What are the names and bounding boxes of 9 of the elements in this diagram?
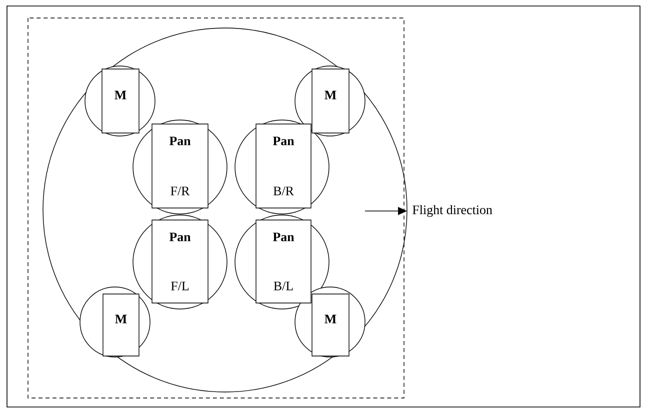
motor-box: M: [312, 68, 350, 134]
motor-box: M: [102, 68, 140, 134]
direction-label: Flight direction: [411, 204, 494, 218]
pan-box: Pan B/L: [256, 220, 312, 304]
pan-box: Pan F/R: [152, 124, 208, 208]
motor-box: M: [312, 294, 350, 356]
pan-box: Pan F/L: [152, 220, 208, 304]
motor-box: M: [102, 294, 140, 356]
pan-box: Pan B/R: [256, 124, 312, 208]
